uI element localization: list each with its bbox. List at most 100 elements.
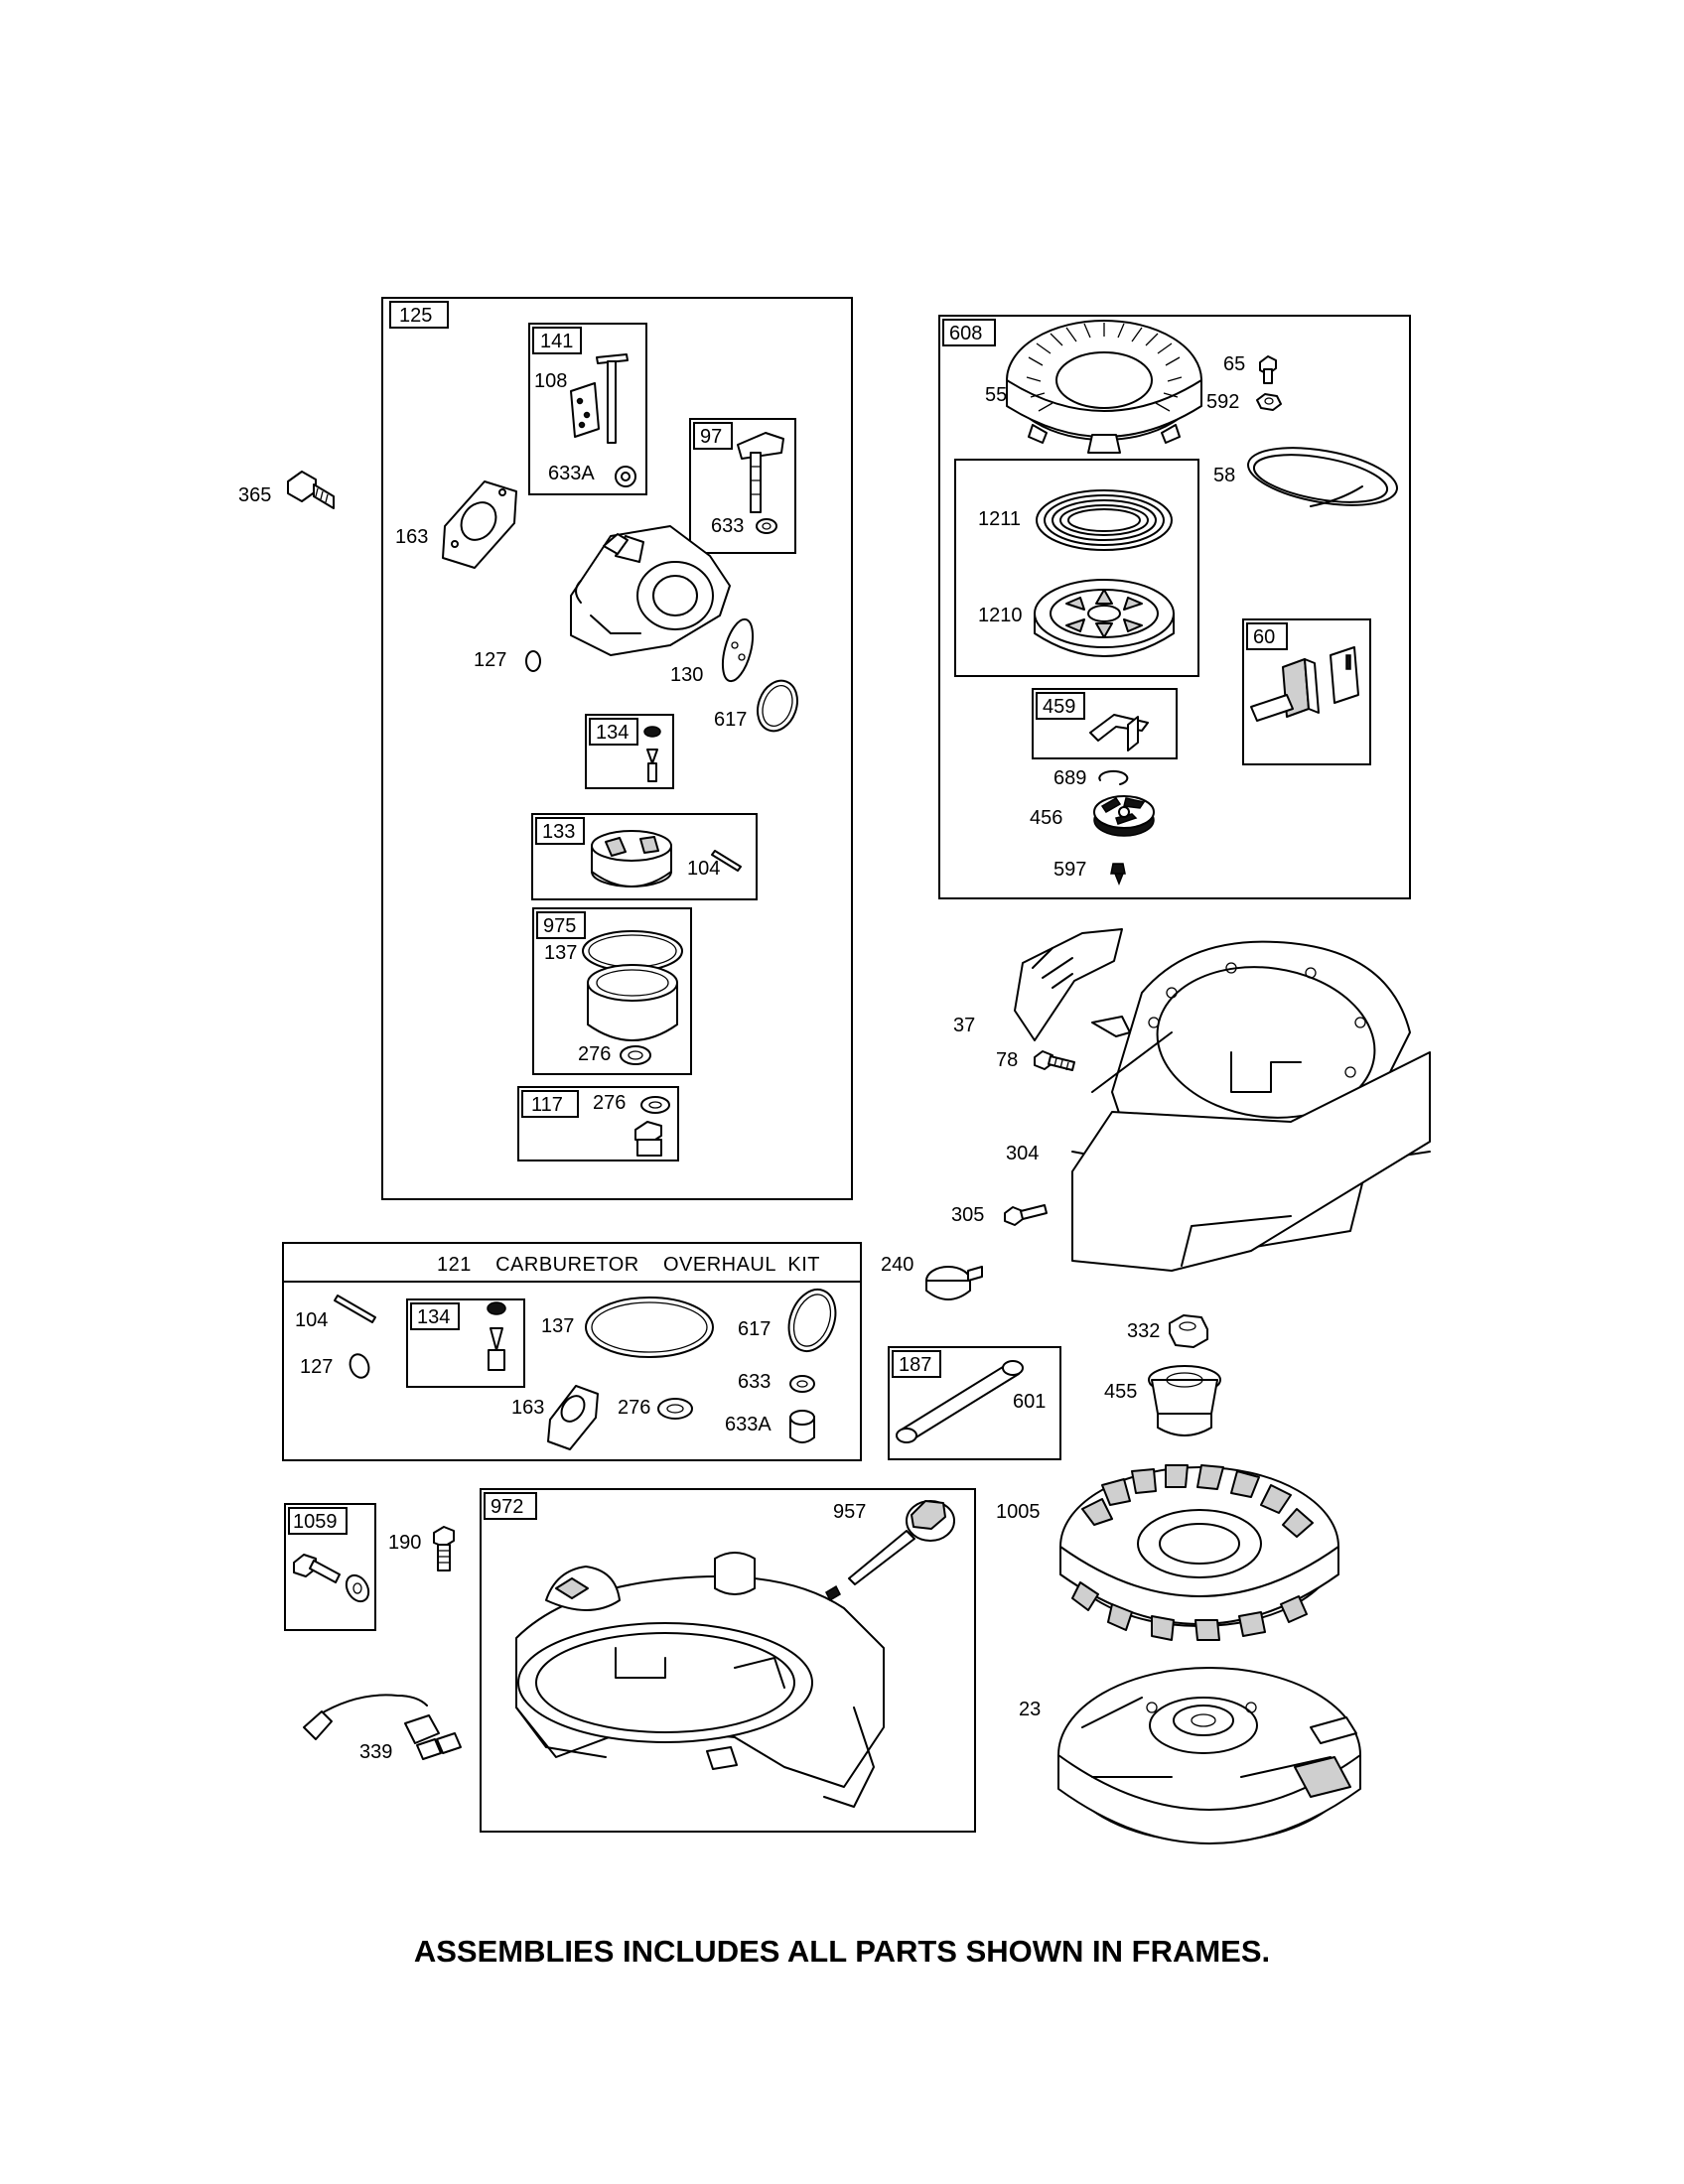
sleeve-633A-kit-drawing [789, 1410, 815, 1443]
frame-134b [406, 1298, 525, 1388]
callout-78: 78 [996, 1049, 1018, 1071]
callout-130: 130 [670, 664, 703, 686]
callout-305: 305 [951, 1204, 984, 1226]
carburetor-body-drawing [570, 525, 731, 656]
screw-65-drawing [1256, 355, 1282, 411]
callout-617: 617 [714, 709, 747, 731]
callout-127: 127 [474, 649, 506, 671]
callout-617-kit: 617 [738, 1318, 771, 1340]
kit-title: 121 CARBURETOR OVERHAUL KIT [437, 1254, 820, 1276]
callout-592: 592 [1206, 391, 1239, 413]
assembly-frames [282, 297, 1411, 1833]
oring-617-drawing [757, 679, 798, 733]
frame-tag-1059: 1059 [293, 1511, 338, 1533]
callout-163: 163 [395, 526, 428, 548]
callout-276: 276 [578, 1043, 611, 1065]
float-97-drawing [737, 432, 784, 534]
frame-972 [480, 1488, 976, 1833]
gasket-163-kit-drawing [547, 1385, 599, 1450]
ratchet-456-drawing [1093, 795, 1155, 837]
baffle-37-drawing [1014, 928, 1131, 1041]
frame-459 [1032, 688, 1178, 759]
callout-601: 601 [1013, 1391, 1046, 1413]
screw-597-drawing [1110, 863, 1126, 887]
frame-117 [517, 1086, 679, 1161]
callout-240: 240 [881, 1254, 913, 1276]
float-133-drawing [591, 830, 742, 887]
pawl-459-drawing [1089, 714, 1149, 751]
frame-tag-134a: 134 [596, 722, 629, 744]
callout-276-b: 276 [593, 1092, 626, 1114]
callout-104-kit: 104 [295, 1309, 328, 1331]
needle-134a-drawing [643, 726, 661, 782]
screw-78-drawing [1034, 1050, 1075, 1071]
callout-633: 633 [711, 515, 744, 537]
callout-108: 108 [534, 370, 567, 392]
callout-332: 332 [1127, 1320, 1160, 1342]
frame-975 [532, 907, 692, 1075]
frame-tag-459: 459 [1043, 696, 1075, 718]
callout-23: 23 [1019, 1699, 1041, 1720]
callout-137-kit: 137 [541, 1315, 574, 1337]
callout-65: 65 [1223, 353, 1245, 375]
frame-tag-97: 97 [700, 426, 722, 448]
frame-141 [528, 323, 647, 495]
part-240-drawing [925, 1266, 983, 1300]
frame-1059 [284, 1503, 376, 1631]
frame-1211-1210 [954, 459, 1199, 677]
callout-276-kit: 276 [618, 1397, 650, 1419]
washer-633-kit-drawing [789, 1375, 815, 1393]
oring-127-drawing [525, 650, 541, 672]
frame-tag-134b: 134 [417, 1306, 450, 1328]
frame-tag-608: 608 [949, 323, 982, 344]
spark-wire-339-drawing [303, 1694, 462, 1760]
callout-633-kit: 633 [738, 1371, 771, 1393]
callout-55: 55 [985, 384, 1007, 406]
callout-689: 689 [1053, 767, 1086, 789]
starter-cup-455-drawing [1148, 1365, 1221, 1436]
callout-104: 104 [687, 858, 720, 880]
callout-339: 339 [359, 1741, 392, 1763]
frame-tag-117: 117 [531, 1094, 563, 1116]
callout-304: 304 [1006, 1143, 1039, 1164]
callout-456: 456 [1030, 807, 1062, 829]
pin-104-kit-drawing [334, 1295, 376, 1323]
frame-187 [888, 1346, 1061, 1460]
callout-1005: 1005 [996, 1501, 1041, 1523]
callout-58: 58 [1213, 465, 1235, 486]
callout-1210: 1210 [978, 605, 1023, 626]
bowl-137-drawing [582, 930, 683, 1065]
frame-tag-972: 972 [491, 1496, 523, 1518]
washer-276-kit-drawing [657, 1398, 693, 1420]
footer-note: ASSEMBLIES INCLUDES ALL PARTS SHOWN IN F… [413, 1934, 1271, 1969]
callout-957: 957 [833, 1501, 866, 1523]
frame-tag-133: 133 [542, 821, 575, 843]
frame-134a [585, 714, 674, 789]
callout-37: 37 [953, 1015, 975, 1036]
blower-assembly-972-drawing [515, 1552, 885, 1808]
part-108-drawing [570, 353, 636, 487]
frame-608 [938, 315, 1411, 899]
frame-tag-125: 125 [399, 305, 432, 327]
retainer-689-drawing [1098, 769, 1129, 785]
gasket-163-drawing [442, 480, 517, 569]
fuel-line-601-drawing [896, 1360, 1024, 1443]
callout-455: 455 [1104, 1381, 1137, 1403]
callout-365: 365 [238, 484, 271, 506]
bolt-117-drawing [634, 1096, 670, 1157]
flywheel-fan-1005-drawing [1059, 1464, 1339, 1641]
callout-163-kit: 163 [511, 1397, 544, 1419]
plate-130-drawing [721, 617, 755, 683]
frame-tag-975: 975 [543, 915, 576, 937]
fuel-cap-957-drawing [825, 1500, 955, 1602]
callout-190: 190 [388, 1532, 421, 1554]
bolt-1059-drawing [293, 1554, 370, 1603]
frame-97 [689, 418, 796, 554]
callouts: 365 163 108 633A 633 127 130 617 104 137… [238, 353, 1245, 1763]
part-drawings [287, 320, 1431, 1844]
callout-127-kit: 127 [300, 1356, 333, 1378]
callout-137: 137 [544, 942, 577, 964]
callout-633A-kit: 633A [725, 1414, 772, 1435]
oring-127-kit-drawing [349, 1353, 370, 1379]
